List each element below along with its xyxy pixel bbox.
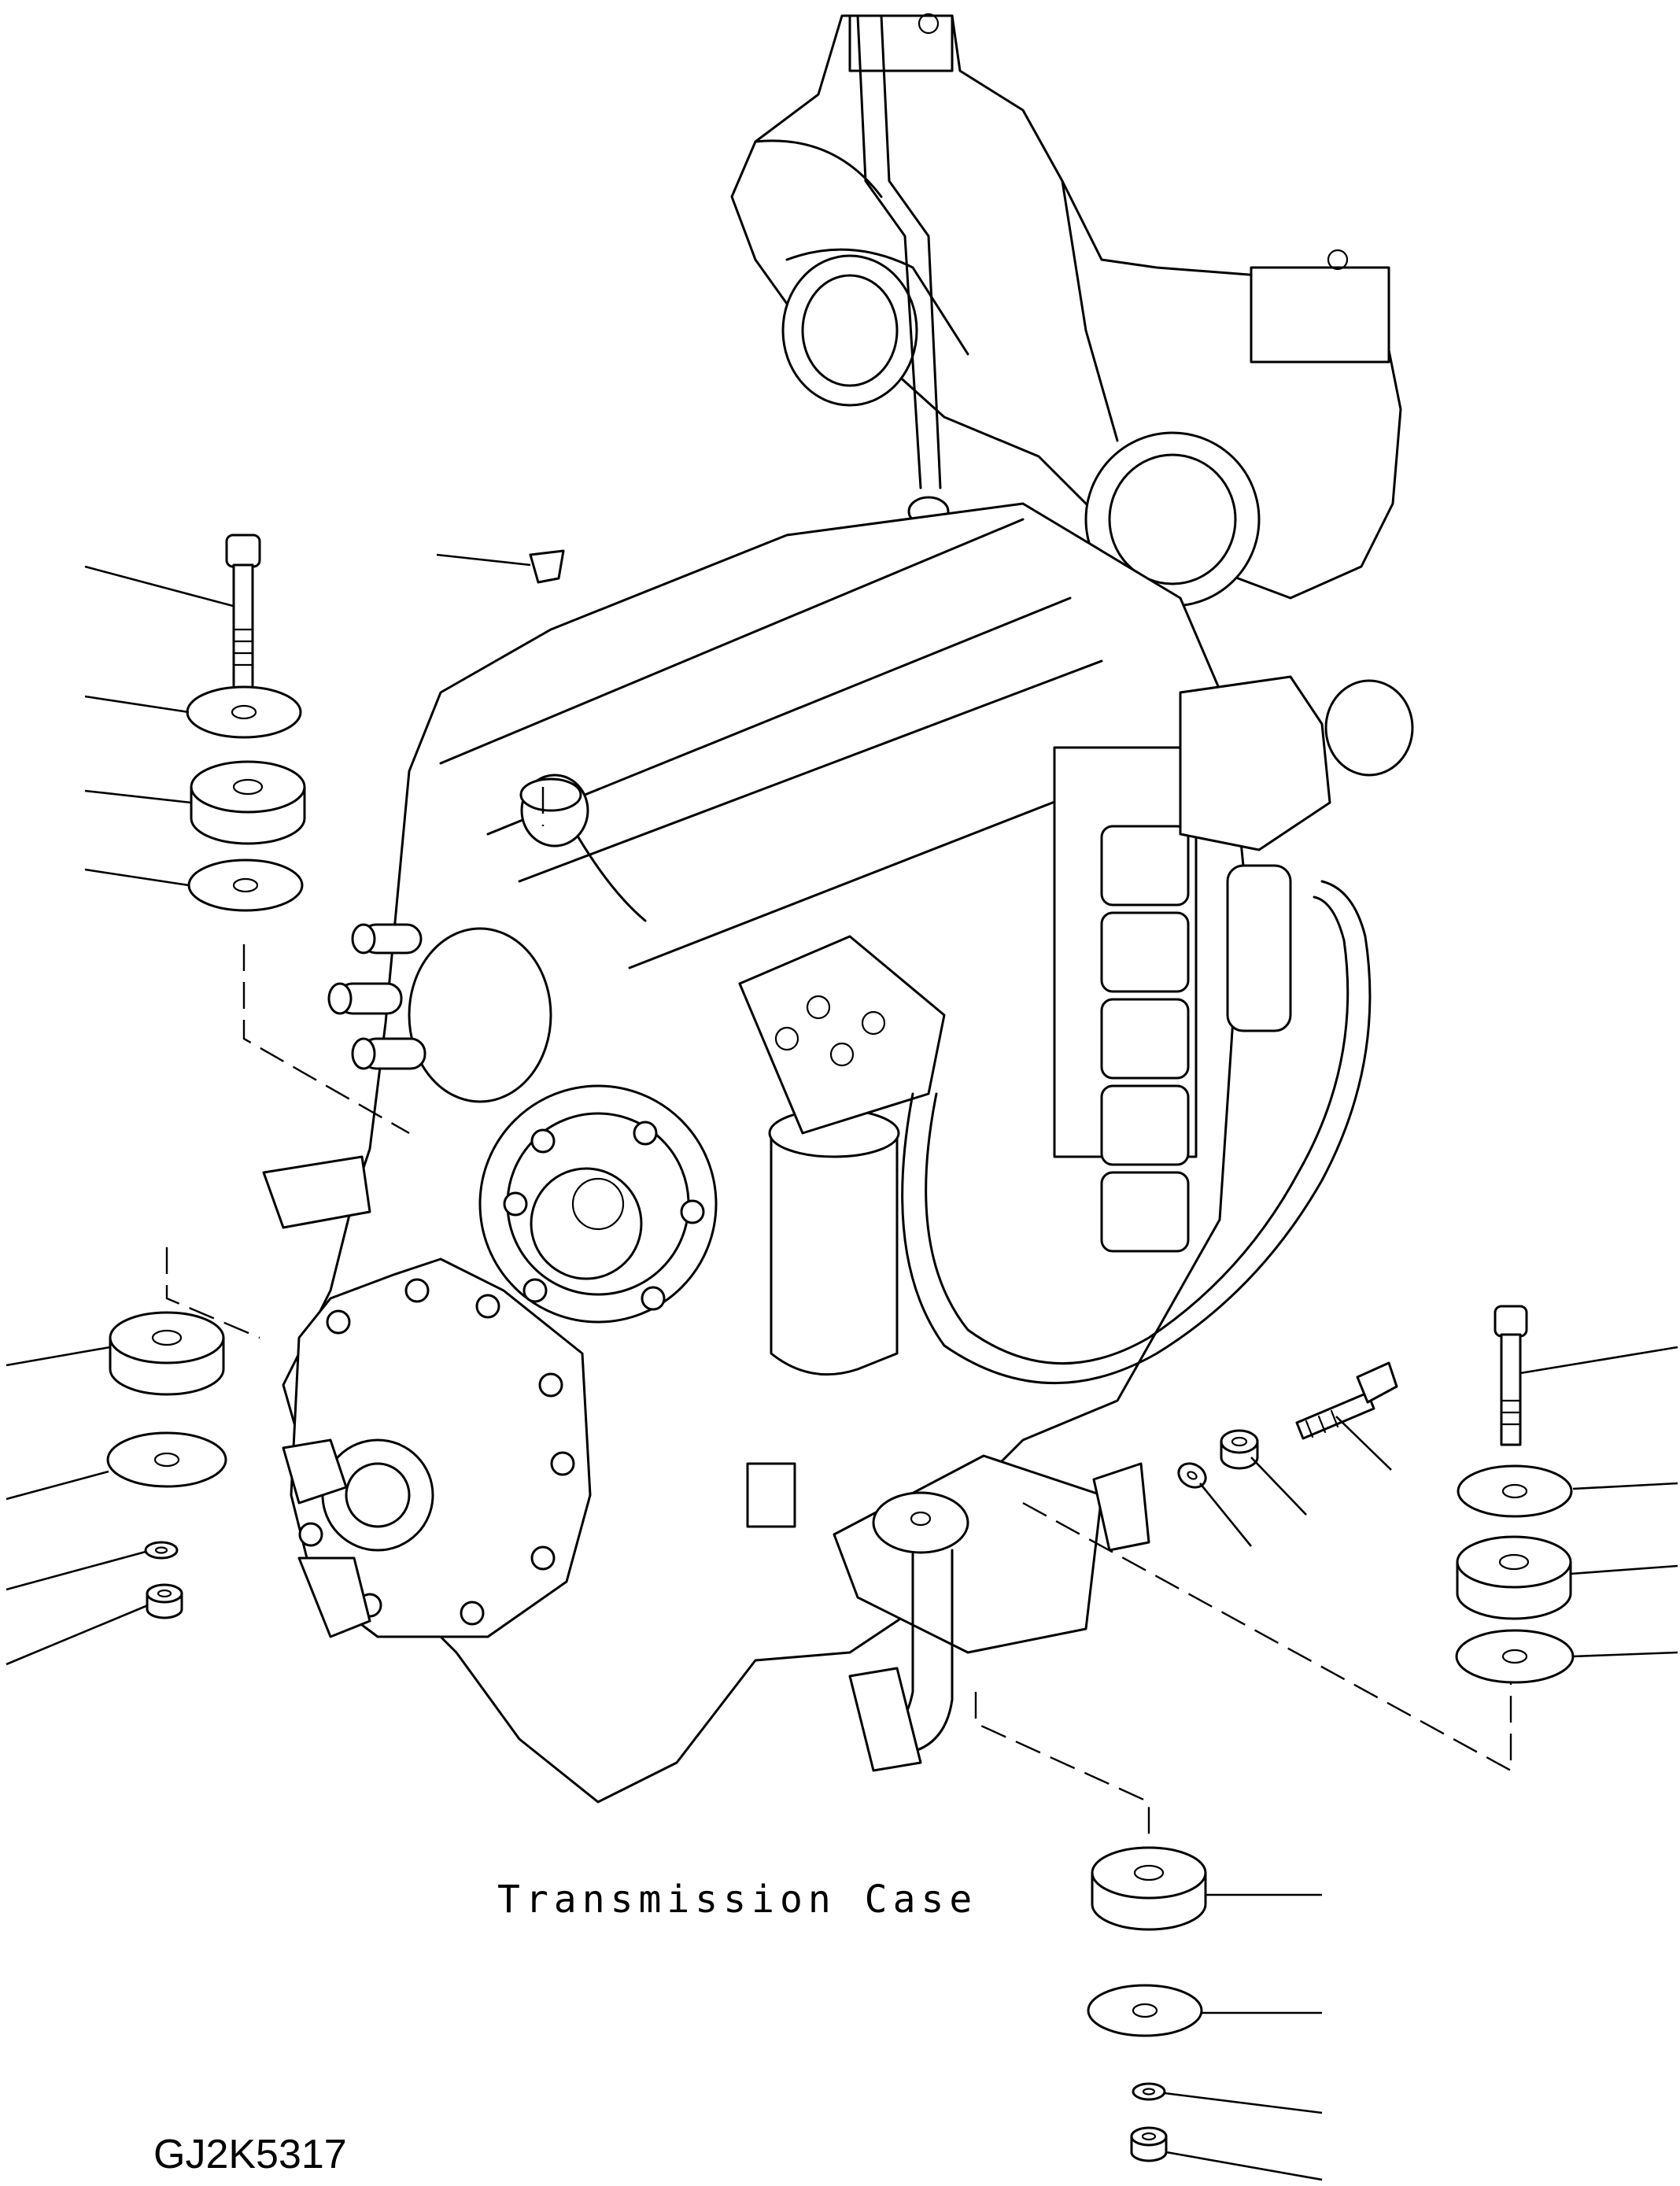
cushion-right [1456,1535,1572,1620]
cushion-left [109,1311,225,1396]
washer-middle [1177,1462,1207,1489]
transmission-case [262,13,1414,1804]
bolt-right [1494,1305,1528,1446]
washer-small-bottom [1132,2082,1166,2101]
nut-middle [1220,1429,1259,1470]
flange-bolts [503,1121,705,1311]
cushion-bottom [1091,1846,1207,1931]
plate-bottom [1087,1984,1203,2037]
mount-stack-top-left [186,534,565,912]
washer-right [1457,1464,1573,1518]
nut-left [146,1583,183,1619]
mount-stack-left [106,1311,227,1619]
mount-axis-lines [165,787,1512,1837]
plate-right [1455,1629,1575,1684]
nut-bottom [1130,2126,1168,2162]
valve-blocks [1100,825,1190,1253]
mount-stack-bottom [1087,1846,1207,2162]
case-label: Transmission Case [497,1878,977,1922]
mount-stack-right [1455,1305,1575,1684]
washer-small-left [144,1541,179,1560]
hardware-middle-right [1177,1361,1398,1489]
plate-left [106,1431,227,1488]
case-studs [327,923,426,1070]
drawing-code: GJ2K5317 [153,2132,347,2177]
bolt-top-left [225,534,261,692]
cushion-top-left [190,760,306,845]
bolt-angled [1295,1361,1398,1440]
plate-top-left [187,859,304,912]
leader-lines [6,553,1678,2181]
washer-top-left [186,685,302,739]
plug-top [529,549,565,584]
